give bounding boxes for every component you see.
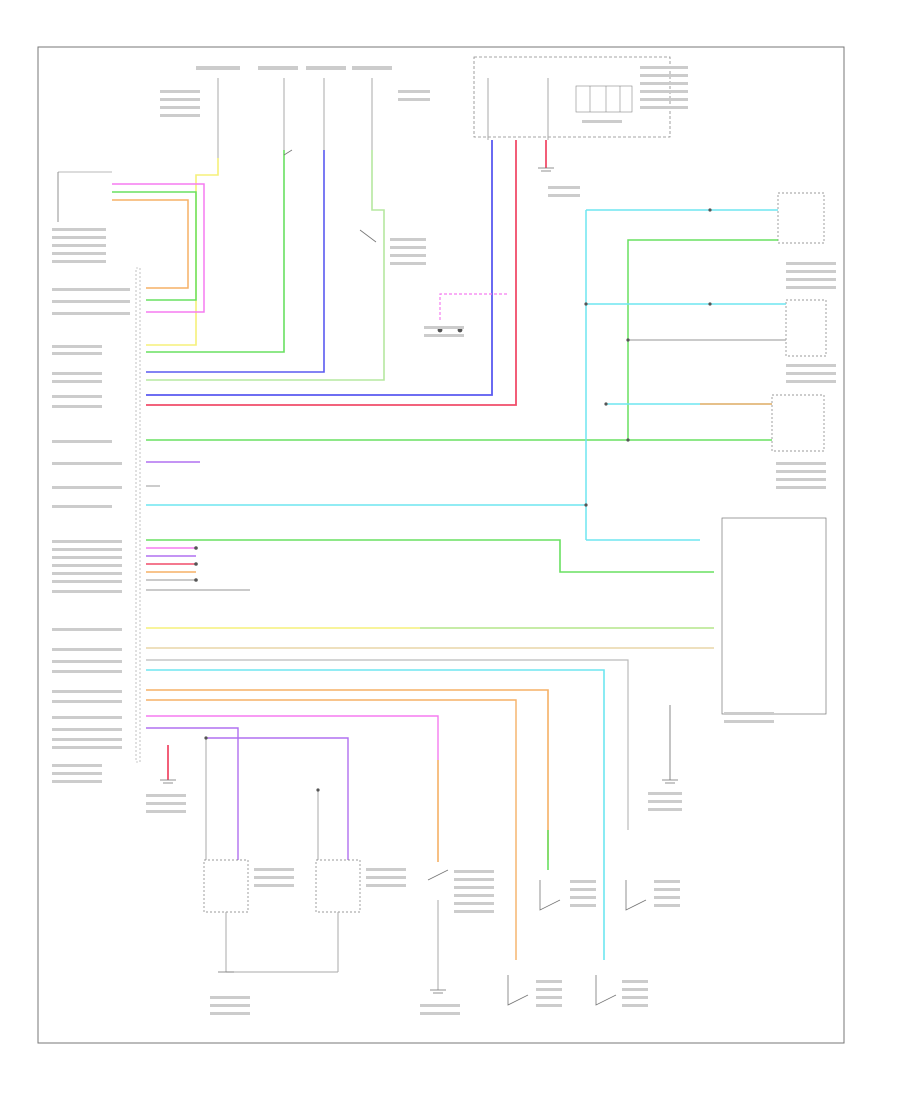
wire-blue-1 (146, 150, 325, 373)
rear-passenger-door-switch (785, 299, 827, 357)
front-door-lock-actuator (771, 394, 825, 452)
switch-symbol-4 (595, 975, 617, 1006)
wire-green-1 (146, 150, 285, 353)
switch-symbol-3 (507, 975, 529, 1006)
top-module-inner-box (575, 85, 633, 113)
wire-orange-3 (146, 699, 517, 960)
wire-light-green-1 (146, 150, 385, 381)
wire-green-2 (112, 191, 197, 301)
diagram-frame (37, 46, 845, 1044)
wire-pink-2 (146, 715, 439, 760)
wire-yellow-1 (146, 158, 219, 346)
lower-switch-middle (315, 859, 361, 913)
body-control-module (135, 267, 141, 763)
wire-gray-1 (146, 659, 629, 830)
top-control-module (473, 56, 671, 138)
wire-red-1 (146, 140, 517, 406)
lower-switch-left (203, 859, 249, 913)
wire-green-4 (146, 539, 714, 573)
wire-orange-2 (146, 689, 549, 860)
ground-symbol-top (538, 167, 554, 172)
switch-symbol-2 (625, 880, 647, 911)
wire-violet-3 (206, 737, 349, 860)
ground-symbol-mid (430, 989, 446, 994)
front-passenger-door-switch (777, 192, 825, 244)
wire-orange-1 (112, 199, 189, 289)
ground-symbol-right (662, 779, 678, 784)
wire-light-blue-4 (146, 669, 605, 960)
wire-violet-2 (146, 727, 239, 860)
left-front-door-lock-actuator (721, 517, 827, 715)
wire-pink-1 (112, 183, 205, 313)
switch-symbol-1 (539, 880, 561, 911)
ground-symbol-left-red (160, 779, 176, 784)
wire-blue-2 (146, 140, 493, 396)
illegible-label-blocks (52, 66, 836, 1015)
wire-pink-dashed (439, 293, 508, 320)
